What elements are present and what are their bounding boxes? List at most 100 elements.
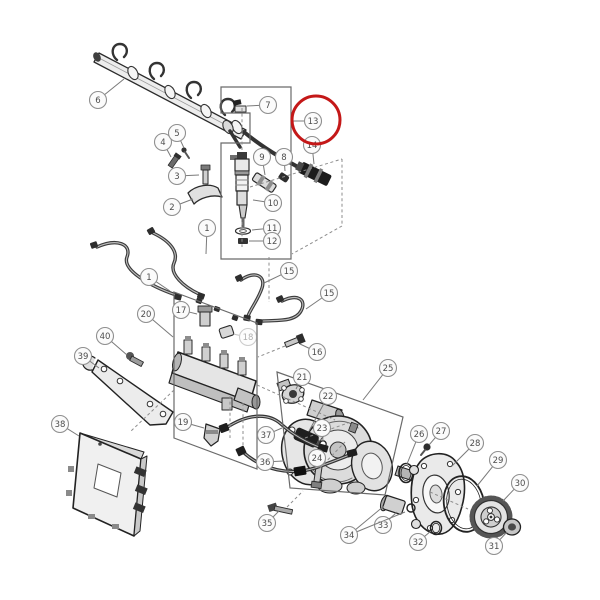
callout-17[interactable]: 17 — [171, 300, 198, 320]
callout-number: 15 — [284, 267, 295, 277]
callout-circle — [263, 193, 283, 213]
drive-gear-30-drawing — [469, 495, 513, 539]
callout-leader — [189, 311, 198, 315]
callout-circle — [167, 123, 187, 143]
callout-number: 21 — [297, 373, 308, 383]
callout-circle — [292, 367, 312, 387]
callout-13[interactable]: 13 — [292, 111, 323, 131]
callout-circle — [262, 231, 282, 251]
callout-circle — [488, 450, 508, 470]
callout-15-2[interactable]: 15 — [305, 283, 339, 310]
callout-number: 10 — [268, 199, 279, 209]
callout-leader — [502, 488, 515, 502]
subassembly-boxes — [173, 86, 404, 496]
callout-circle — [408, 532, 428, 552]
callout-leader — [424, 530, 432, 537]
callout-number: 13 — [308, 117, 319, 127]
callout-8[interactable]: 8 — [274, 147, 294, 172]
manifold-subassembly-box — [173, 291, 258, 470]
callout-number: 3 — [174, 172, 179, 182]
callout-number: 27 — [436, 427, 447, 437]
callout-number: 28 — [470, 439, 481, 449]
callout-28[interactable]: 28 — [451, 433, 485, 467]
callout-3[interactable]: 3 — [167, 166, 200, 186]
callout-19[interactable]: 19 — [173, 412, 205, 432]
callout-34[interactable]: 34 — [339, 505, 406, 545]
cover-plate-28-drawing — [408, 452, 466, 535]
callout-leader — [111, 341, 128, 356]
callout-leader — [295, 384, 299, 390]
callout-number: 11 — [267, 224, 278, 234]
assembly-dashed-line — [429, 491, 469, 510]
callout-circle — [136, 304, 156, 324]
callout-4[interactable]: 4 — [153, 132, 173, 158]
bolt-3-drawing — [200, 164, 211, 185]
callout-40[interactable]: 40 — [95, 326, 128, 356]
callout-number: 15 — [324, 289, 335, 299]
callout-leader — [499, 531, 508, 541]
callout-circle — [465, 433, 485, 453]
callout-24[interactable]: 24 — [307, 448, 327, 469]
callout-circle — [339, 525, 359, 545]
callout-27[interactable]: 27 — [428, 421, 451, 446]
callout-15[interactable]: 15 — [263, 261, 299, 284]
callout-number: 25 — [383, 364, 394, 374]
callout-circle — [257, 513, 277, 533]
callout-22[interactable]: 22 — [308, 386, 338, 432]
callout-number: 36 — [260, 458, 271, 468]
callout-21[interactable]: 21 — [292, 367, 312, 390]
callout-35[interactable]: 35 — [257, 510, 280, 533]
callout-circle — [307, 342, 327, 362]
callout-leader — [308, 403, 325, 432]
callout-10[interactable]: 10 — [252, 193, 283, 213]
callout-leader — [252, 199, 265, 203]
callout-circle — [431, 421, 451, 441]
fuel-manifold-drawing — [168, 297, 261, 447]
callout-number: 33 — [378, 521, 389, 531]
callout-16[interactable]: 16 — [299, 342, 327, 362]
callout-7[interactable]: 7 — [246, 95, 278, 115]
callout-circle — [95, 326, 115, 346]
callout-leader — [299, 343, 310, 349]
callout-30[interactable]: 30 — [502, 473, 530, 502]
assembly-dashed-line — [319, 441, 346, 469]
callout-circle — [318, 386, 338, 406]
callout-32[interactable]: 32 — [408, 530, 432, 552]
callout-5[interactable]: 5 — [167, 123, 187, 149]
callout-number: 6 — [95, 96, 100, 106]
callout-leader — [406, 441, 417, 465]
callout-36[interactable]: 36 — [255, 452, 285, 472]
callout-number: 18 — [243, 333, 254, 343]
callout-number: 30 — [515, 479, 526, 489]
clamp-2-drawing — [187, 184, 223, 205]
callout-31[interactable]: 31 — [484, 531, 508, 556]
callout-25[interactable]: 25 — [362, 358, 398, 401]
injector-subassembly-box — [220, 86, 292, 260]
o-ring-32-drawing — [429, 520, 443, 536]
callout-1[interactable]: 1 — [197, 218, 217, 255]
callout-26[interactable]: 26 — [406, 424, 429, 465]
callout-2[interactable]: 2 — [162, 197, 194, 217]
callout-18[interactable]: 18 — [232, 327, 258, 347]
callout-number: 26 — [414, 430, 425, 440]
callout-circle — [238, 327, 258, 347]
callout-leader — [362, 374, 384, 401]
callout-38[interactable]: 38 — [50, 414, 80, 437]
callout-leader — [180, 140, 185, 149]
callout-29[interactable]: 29 — [476, 450, 508, 487]
callout-number: 32 — [413, 538, 424, 548]
callout-20[interactable]: 20 — [136, 304, 174, 338]
callout-leader — [263, 274, 282, 284]
callout-circle — [319, 283, 339, 303]
callout-37[interactable]: 37 — [256, 425, 283, 445]
callout-39[interactable]: 39 — [73, 346, 100, 369]
callout-1-2[interactable]: 1 — [139, 267, 171, 292]
callout-12[interactable]: 12 — [249, 231, 282, 251]
callout-number: 31 — [489, 542, 500, 552]
callout-circle — [409, 424, 429, 444]
callout-23[interactable]: 23 — [312, 418, 332, 442]
callout-6[interactable]: 6 — [88, 78, 125, 110]
callout-9[interactable]: 9 — [252, 147, 272, 176]
bolt-35-drawing — [267, 502, 294, 515]
